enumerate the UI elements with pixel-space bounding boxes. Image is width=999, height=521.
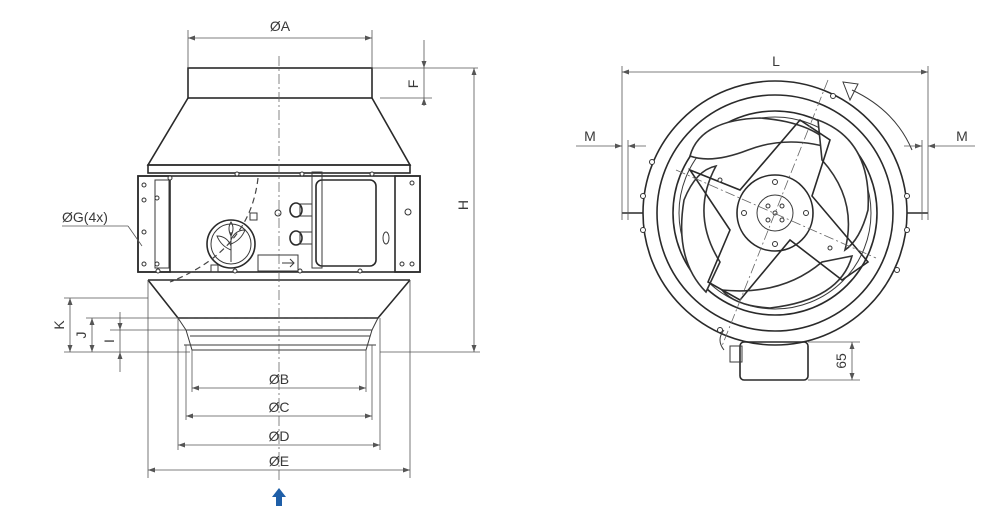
dim-label-m-right: M: [956, 128, 968, 144]
dim-label-i: I: [101, 339, 117, 343]
dim-label-f: F: [405, 80, 421, 89]
top-view-dimensions: [576, 66, 975, 381]
dim-label-l: L: [772, 53, 780, 69]
dim-label-d: ØD: [269, 428, 290, 444]
dim-label-c: ØC: [269, 399, 290, 415]
dim-label-g: ØG(4x): [62, 209, 108, 225]
side-view-dimensions: [62, 30, 480, 480]
dim-label-e: ØE: [269, 453, 289, 469]
airflow-arrow-icon: [272, 488, 286, 506]
top-view-labels: L M M 65: [584, 53, 968, 369]
dim-label-m-left: M: [584, 128, 596, 144]
dim-label-b: ØB: [269, 371, 289, 387]
top-view: [622, 79, 928, 381]
dim-label-k: K: [51, 320, 67, 330]
dim-label-box-height: 65: [833, 353, 849, 369]
dim-label-j: J: [73, 332, 89, 339]
dim-label-h: H: [455, 200, 471, 210]
dim-label-a: ØA: [270, 18, 291, 34]
side-view-labels: ØA F H ØG(4x) K J I ØB ØC ØD ØE: [51, 18, 471, 469]
